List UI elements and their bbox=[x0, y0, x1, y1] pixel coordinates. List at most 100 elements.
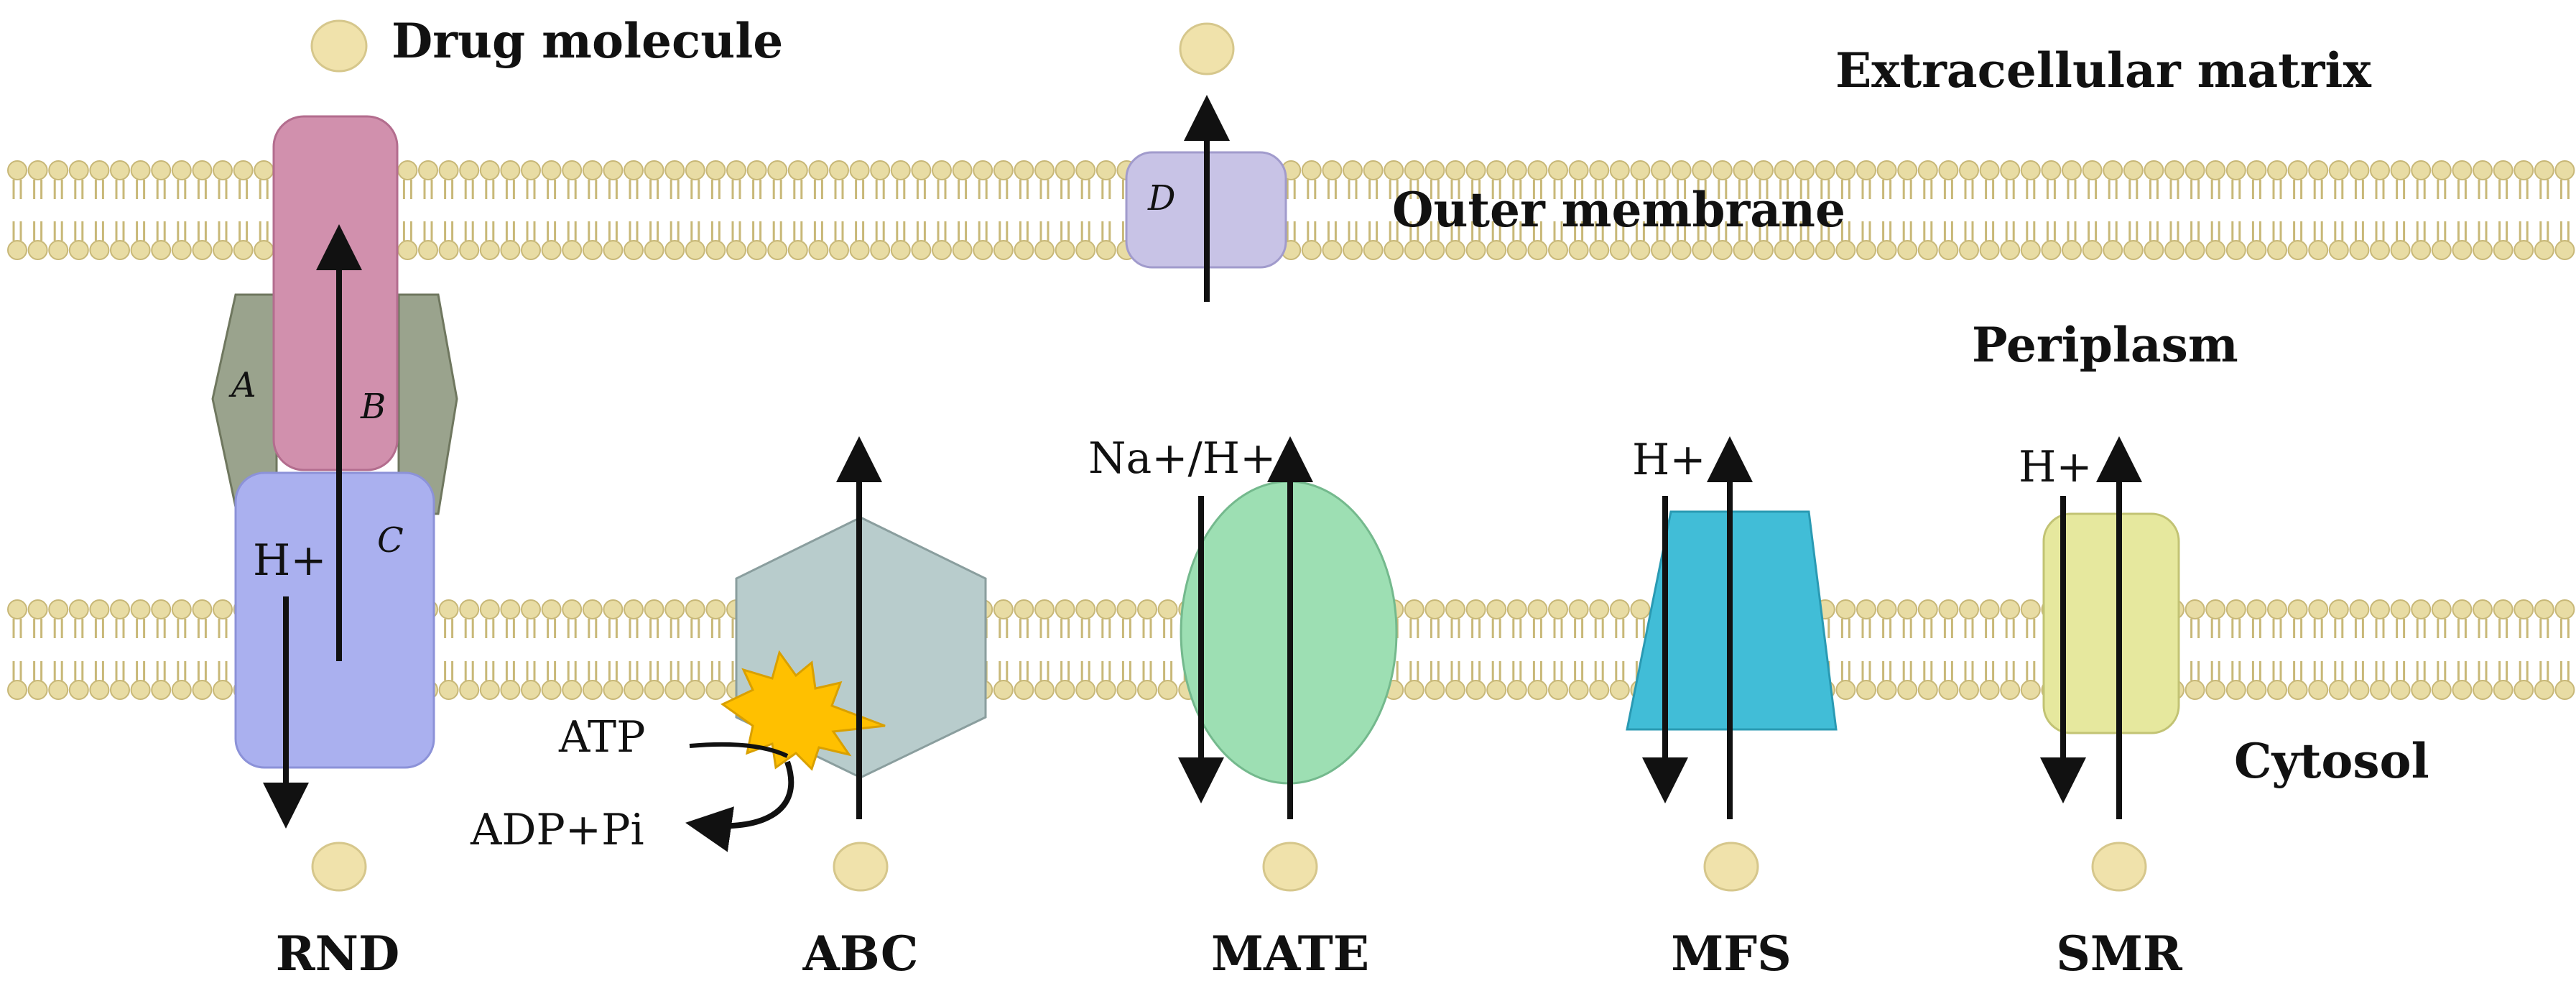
outer-membrane-lipid-head bbox=[1609, 240, 1630, 260]
rnd-part-a-label: A bbox=[228, 365, 256, 405]
inner-membrane-lipid-head bbox=[2431, 680, 2452, 700]
outer-membrane-lipid-head bbox=[254, 240, 274, 260]
outer-membrane-lipid-head bbox=[1753, 240, 1774, 260]
outer-membrane-lipid-head bbox=[1404, 160, 1424, 180]
outer-membrane-lipid-head bbox=[993, 160, 1014, 180]
outer-membrane-lipid-head bbox=[89, 240, 110, 260]
inner-membrane-lipid-head bbox=[1116, 599, 1137, 619]
outer-membrane-lipid-head bbox=[849, 160, 870, 180]
inner-membrane-lipid-head bbox=[2473, 599, 2493, 619]
outer-membrane-lipid-head bbox=[1897, 240, 1918, 260]
inner-membrane-lipid-head bbox=[1856, 680, 1876, 700]
outer-membrane-lipid-head bbox=[1095, 240, 1116, 260]
inner-membrane-lipid-head bbox=[1959, 680, 1979, 700]
inner-membrane-lipid-head bbox=[603, 680, 624, 700]
outer-membrane-lipid-head bbox=[2184, 240, 2205, 260]
inner-membrane-lipid-head bbox=[213, 680, 233, 700]
mate-name-label: MATE bbox=[1211, 926, 1369, 982]
mate-drug-molecule bbox=[1262, 842, 1318, 892]
outer-membrane-lipid-head bbox=[849, 240, 870, 260]
outer-membrane-lipid-head bbox=[1979, 160, 2000, 180]
outer-membrane-lipid-head bbox=[192, 160, 213, 180]
outer-membrane-lipid-head bbox=[1014, 240, 1034, 260]
outer-membrane-lipid-head bbox=[1794, 240, 1815, 260]
inner-membrane-lipid-head bbox=[2246, 680, 2267, 700]
outer-membrane-lipid-head bbox=[1835, 160, 1856, 180]
inner-membrane-lipid-head bbox=[2411, 680, 2432, 700]
inner-membrane-lipid-head bbox=[7, 599, 27, 619]
inner-membrane-lipid-head bbox=[1075, 599, 1096, 619]
inner-membrane-lipid-head bbox=[1095, 599, 1116, 619]
inner-membrane-lipid-head bbox=[1486, 599, 1507, 619]
mate-ion-label: Na+/H+ bbox=[1088, 433, 1276, 484]
inner-membrane-lipid-head bbox=[1979, 599, 2000, 619]
outer-membrane-lipid-head bbox=[973, 160, 993, 180]
outer-membrane-lipid-head bbox=[2452, 160, 2473, 180]
outer-membrane-lipid-head bbox=[1651, 240, 1671, 260]
abc-adp-label: ADP+Pi bbox=[470, 805, 644, 855]
inner-membrane-lipid-head bbox=[624, 599, 644, 619]
mfs-transporter: H+ MFS bbox=[1626, 435, 1838, 982]
outer-membrane-lipid-head bbox=[2473, 240, 2493, 260]
outer-membrane-bilayer bbox=[7, 160, 2575, 260]
inner-membrane-lipid-head bbox=[1568, 680, 1589, 700]
mfs-name-label: MFS bbox=[1671, 926, 1792, 982]
inner-membrane-lipid-head bbox=[1034, 680, 1055, 700]
outer-membrane-lipid-head bbox=[1301, 240, 1322, 260]
inner-membrane-lipid-head bbox=[705, 680, 726, 700]
inner-membrane-lipid-head bbox=[2267, 599, 2287, 619]
outer-membrane-lipid-head bbox=[582, 240, 603, 260]
inner-membrane-lipid-head bbox=[1506, 599, 1527, 619]
outer-membrane-lipid-head bbox=[2246, 160, 2267, 180]
smr-name-label: SMR bbox=[2056, 926, 2183, 982]
outer-membrane-lipid-head bbox=[911, 160, 932, 180]
outer-membrane-lipid-head bbox=[1445, 240, 1465, 260]
outer-membrane-lipid-head bbox=[2514, 160, 2534, 180]
inner-membrane-lipid-head bbox=[130, 599, 151, 619]
outer-membrane-lipid-head bbox=[746, 160, 767, 180]
outer-membrane-lipid-head bbox=[787, 240, 808, 260]
outer-membrane-lipid-head bbox=[2062, 240, 2082, 260]
outer-membrane-lipid-head bbox=[644, 240, 664, 260]
smr-transporter: H+ SMR bbox=[2019, 436, 2183, 982]
outer-membrane-lipid-head bbox=[2349, 160, 2370, 180]
outer-membrane-lipid-head bbox=[562, 240, 583, 260]
inner-membrane-lipid-head bbox=[27, 599, 48, 619]
inner-membrane-lipid-head bbox=[1034, 599, 1055, 619]
inner-membrane-lipid-head bbox=[192, 599, 213, 619]
outer-membrane-lipid-head bbox=[1651, 160, 1671, 180]
outer-membrane-lipid-head bbox=[993, 240, 1014, 260]
abc-atp-label: ATP bbox=[558, 712, 645, 762]
region-cytosol-label: Cytosol bbox=[2234, 733, 2429, 789]
inner-membrane-lipid-head bbox=[562, 680, 583, 700]
rnd-part-c-body bbox=[234, 471, 435, 769]
rnd-name-label: RND bbox=[276, 926, 399, 982]
outer-membrane-lipid-head bbox=[1075, 240, 1096, 260]
inner-membrane-lipid-head bbox=[2452, 680, 2473, 700]
outer-membrane-lipid-head bbox=[808, 240, 829, 260]
outer-membrane-lipid-head bbox=[2000, 160, 2021, 180]
abc-drug-molecule bbox=[833, 842, 889, 892]
inner-membrane-lipid-head bbox=[993, 599, 1014, 619]
outer-membrane-lipid-head bbox=[870, 160, 891, 180]
outer-membrane-lipid-head bbox=[932, 160, 952, 180]
legend-drug-label: Drug molecule bbox=[392, 13, 783, 69]
outer-membrane-lipid-head bbox=[2370, 240, 2390, 260]
outer-membrane-lipid-head bbox=[808, 160, 829, 180]
inner-membrane-lipid-head bbox=[1157, 680, 1178, 700]
outer-membrane-lipid-head bbox=[1055, 240, 1075, 260]
outer-membrane-lipid-head bbox=[2144, 160, 2164, 180]
outer-membrane-lipid-head bbox=[2123, 160, 2144, 180]
outer-membrane-lipid-head bbox=[1568, 240, 1589, 260]
outer-membrane-lipid-head bbox=[952, 240, 973, 260]
outer-membrane-lipid-head bbox=[7, 160, 27, 180]
inner-membrane-lipid-head bbox=[603, 599, 624, 619]
outer-membrane-lipid-head bbox=[1979, 240, 2000, 260]
outer-membrane-lipid-head bbox=[829, 160, 849, 180]
outer-membrane-lipid-head bbox=[27, 160, 48, 180]
outer-membrane-lipid-head bbox=[1959, 160, 1979, 180]
inner-membrane-lipid-head bbox=[1897, 599, 1918, 619]
inner-membrane-lipid-head bbox=[582, 599, 603, 619]
outer-membrane-lipid-head bbox=[2514, 240, 2534, 260]
outer-channel-d-label: D bbox=[1147, 178, 1175, 218]
